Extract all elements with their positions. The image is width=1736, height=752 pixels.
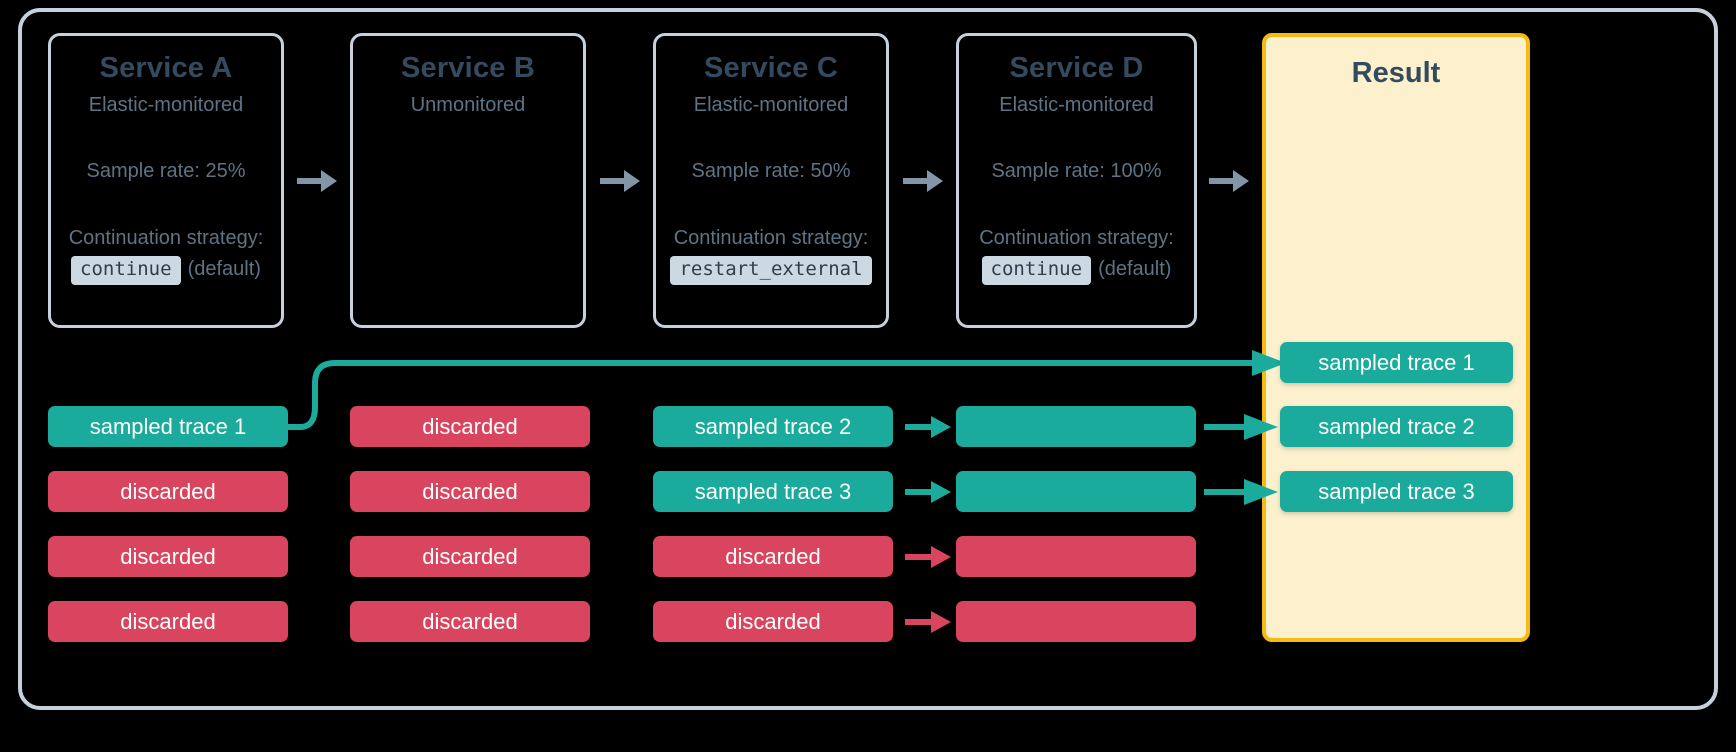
service-c-strategy-line: restart_external [670,255,872,285]
trace-bar-a-3: discarded [48,536,288,577]
trace-bar-b-3-label: discarded [422,543,518,569]
service-box-c: Service C Elastic-monitored Sample rate:… [653,33,889,328]
service-c-continuation-label: Continuation strategy: restart_external [670,226,872,285]
result-bar-1-label: sampled trace 1 [1318,349,1475,375]
flow-arrow-d-to-result-icon [1209,170,1249,192]
service-d-sample-rate: Sample rate: 100% [991,160,1162,183]
result-bar-2: sampled trace 2 [1280,406,1513,447]
service-box-a: Service A Elastic-monitored Sample rate:… [48,33,284,328]
service-c-sample-rate: Sample rate: 50% [691,160,851,183]
flow-arrow-b-to-c-icon [600,170,640,192]
service-box-d: Service D Elastic-monitored Sample rate:… [956,33,1197,328]
flow-arrow-a-to-b-icon [297,170,337,192]
trace-bar-c-3: discarded [653,536,893,577]
service-a-strategy-note: (default) [187,258,261,281]
result-panel: Result [1262,33,1530,642]
trace-bar-c-3-label: discarded [725,543,821,569]
service-d-title: Service D [1009,52,1144,84]
service-a-sample-rate: Sample rate: 25% [86,160,246,183]
service-c-monitoring: Elastic-monitored [693,94,849,117]
trace-bar-d-2 [956,471,1196,512]
service-c-strategy-code: restart_external [670,255,872,285]
trace-bar-c-4-label: discarded [725,608,821,634]
trace-bar-d-3 [956,536,1196,577]
service-d-strategy-code: continue [981,255,1092,285]
service-a-monitoring: Elastic-monitored [88,94,244,117]
trace-bar-c-1-label: sampled trace 2 [694,413,852,439]
service-a-continuation-label: Continuation strategy: continue (default… [68,226,264,285]
trace-bar-b-2: discarded [350,471,590,512]
trace-bar-b-2-label: discarded [422,478,518,504]
trace-bar-b-4-label: discarded [422,608,518,634]
flow-arrow-c-to-d-icon [903,170,943,192]
service-b-monitoring: Unmonitored [410,94,526,117]
service-d-continuation-text: Continuation strategy: [979,227,1174,250]
trace-arrow-c4-to-d4-icon [905,611,951,633]
result-bar-3-label: sampled trace 3 [1318,478,1475,504]
result-bar-3: sampled trace 3 [1280,471,1513,512]
trace-bar-a-1: sampled trace 1 [48,406,288,447]
trace-bar-a-4: discarded [48,601,288,642]
trace-arrow-c3-to-d3-icon [905,546,951,568]
trace-bar-a-2-label: discarded [120,478,216,504]
trace-bar-a-2: discarded [48,471,288,512]
trace-bar-a-3-label: discarded [120,543,216,569]
trace-bar-b-3: discarded [350,536,590,577]
service-c-continuation-text: Continuation strategy: [673,227,869,250]
trace-bar-c-1: sampled trace 2 [653,406,893,447]
service-a-title: Service A [99,52,233,84]
service-d-strategy-note: (default) [1098,258,1172,281]
service-d-strategy-line: continue (default) [979,255,1174,285]
service-d-continuation-label: Continuation strategy: continue (default… [979,226,1174,285]
service-b-title: Service B [401,52,535,84]
service-box-b: Service B Unmonitored [350,33,586,328]
trace-bar-b-1-label: discarded [422,413,518,439]
trace-arrow-c1-to-d1-icon [905,416,951,438]
service-a-strategy-line: continue (default) [69,255,264,285]
service-d-monitoring: Elastic-monitored [999,94,1154,117]
result-panel-title: Result [1351,57,1441,89]
result-bar-2-label: sampled trace 2 [1318,413,1475,439]
trace-bar-d-1 [956,406,1196,447]
service-a-continuation-text: Continuation strategy: [68,227,264,250]
trace-bar-a-4-label: discarded [120,608,216,634]
trace-bar-c-2: sampled trace 3 [653,471,893,512]
trace-bar-c-2-label: sampled trace 3 [694,478,852,504]
service-a-strategy-code: continue [71,255,181,285]
result-bar-1: sampled trace 1 [1280,342,1513,383]
service-c-title: Service C [704,52,838,84]
trace-bar-b-1: discarded [350,406,590,447]
trace-bar-c-4: discarded [653,601,893,642]
trace-bar-d-4 [956,601,1196,642]
trace-bar-a-1-label: sampled trace 1 [89,413,247,439]
trace-arrow-c2-to-d2-icon [905,481,951,503]
trace-bar-b-4: discarded [350,601,590,642]
